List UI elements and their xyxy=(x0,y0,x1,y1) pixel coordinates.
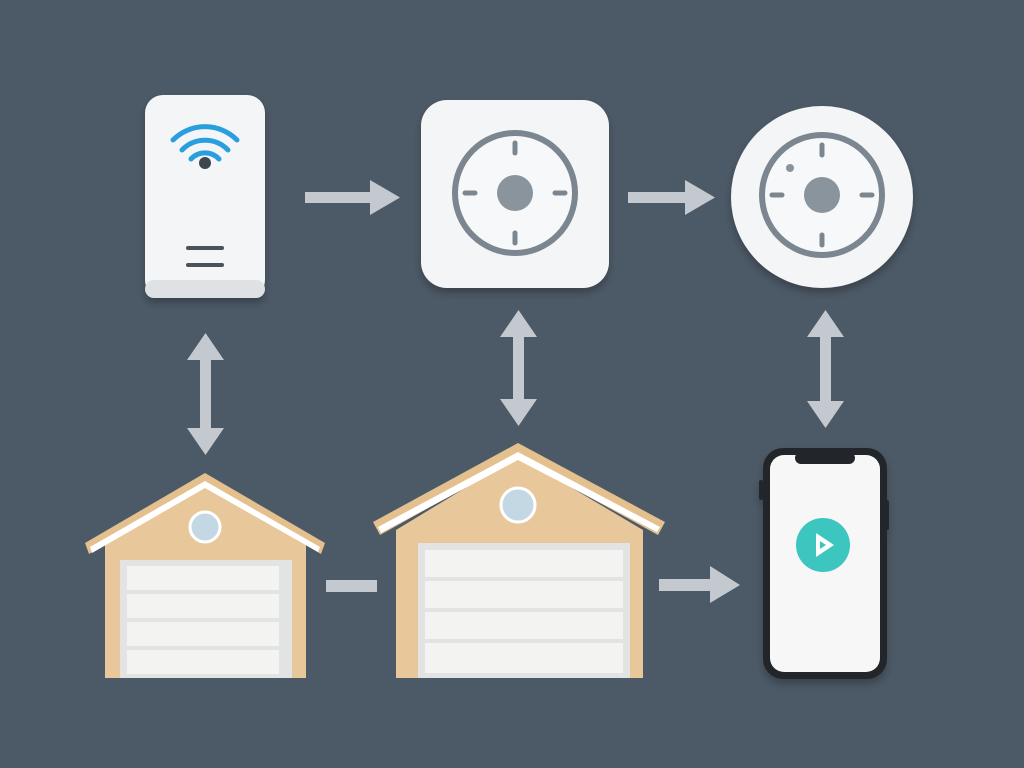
garage-icon xyxy=(85,473,325,678)
wifi-router-icon xyxy=(145,95,265,298)
square-hub-dial-icon xyxy=(421,100,609,288)
double-arrow-controller-phone xyxy=(807,310,844,428)
arrow-garage-to-phone xyxy=(659,566,740,603)
arrow-router-to-hub xyxy=(305,180,400,215)
arrow-hub-to-controller xyxy=(628,180,715,215)
connector-line xyxy=(326,580,377,592)
garage-icon xyxy=(373,443,665,678)
round-dial-controller-icon xyxy=(731,106,913,288)
double-arrow-hub-garage xyxy=(500,310,537,426)
smartphone-app-icon xyxy=(759,448,889,679)
double-arrow-router-garage xyxy=(187,333,224,455)
